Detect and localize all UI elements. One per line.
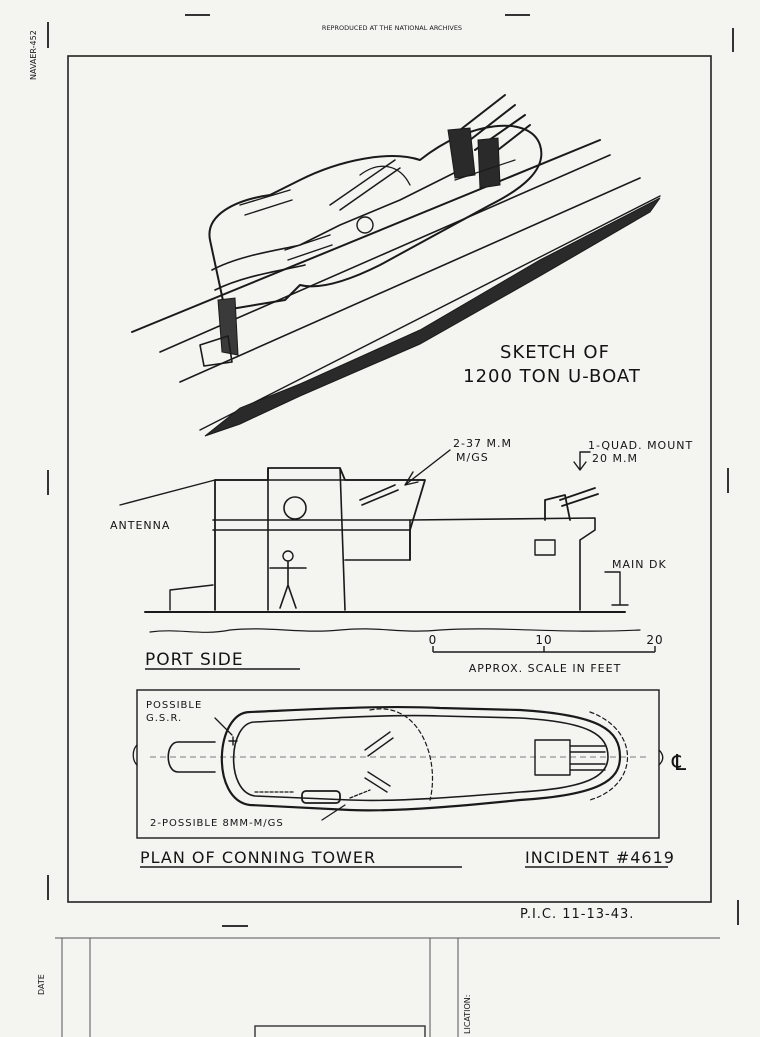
tower-fin: [199, 335, 233, 367]
quad-mount-plan: [534, 739, 571, 776]
tower-outline-inner: [232, 714, 609, 802]
scale-caption: APPROX. SCALE IN FEET: [469, 662, 622, 675]
quad-gun-iso: [447, 94, 531, 189]
quad-arc: [589, 711, 628, 801]
plan-view: [132, 705, 664, 821]
aft-platform: [344, 517, 596, 611]
twin-gun-leader: [404, 449, 451, 486]
label-main-deck: MAIN DK: [612, 558, 667, 571]
scale-tick-0: 0: [429, 633, 438, 647]
label-gsr-l1: POSSIBLE: [146, 700, 202, 711]
label-possible-mgs: 2-POSSIBLE 8MM-M/GS: [150, 818, 284, 829]
hull-edge: [131, 139, 601, 333]
periscope-housing: [239, 189, 293, 216]
plan-break: [132, 744, 664, 766]
gsr-marker: [228, 736, 238, 746]
form-number: NAVAER-452: [29, 30, 38, 80]
plan-title: PLAN OF CONNING TOWER: [140, 848, 376, 867]
archive-stamp: REPRODUCED AT THE NATIONAL ARCHIVES: [322, 24, 462, 32]
plan-frame: [136, 689, 660, 839]
label-quad-mount-l1: 1-QUAD. MOUNT: [588, 439, 693, 452]
isometric-sketch: [131, 94, 661, 437]
label-twin-guns-l1: 2-37 M.M: [453, 437, 512, 450]
conning-tower-outline: [208, 124, 543, 311]
label-gsr-l2: G.S.R.: [146, 713, 182, 724]
form-lines: [55, 925, 720, 1037]
tower-detail: [284, 234, 333, 261]
centerline-symbol: ℄: [671, 751, 687, 776]
hull-edge: [199, 195, 661, 431]
mg-marks: [254, 789, 371, 799]
tower-top: [214, 467, 426, 561]
scale-bar: [432, 646, 656, 653]
twin-gun-iso: [329, 159, 411, 234]
label-twin-guns-l2: M/GS: [456, 451, 489, 464]
tower-band: [214, 264, 306, 291]
date-label: DATE: [37, 974, 46, 995]
twin-gun-plan: [364, 731, 394, 757]
quad-mount-side: [544, 487, 599, 521]
mg-mount-plan: [301, 790, 341, 804]
mg-leader: [321, 804, 346, 821]
fwd-deck-step: [169, 584, 214, 611]
tower-band: [212, 519, 411, 531]
human-figure: [269, 550, 307, 609]
scale-tick-10: 10: [535, 633, 552, 647]
sketch-title-line2: 1200 TON U-BOAT: [463, 366, 641, 387]
port-side-elevation: [119, 449, 641, 633]
hull-edge: [179, 177, 641, 383]
twin-gun-arc: [369, 708, 434, 801]
tower-shadow: [217, 297, 239, 356]
porthole: [283, 496, 307, 520]
water-wave: [149, 628, 641, 633]
quad-mount-base: [534, 539, 556, 556]
tower-outline-outer: [220, 705, 622, 812]
scale-tick-20: 20: [646, 633, 663, 647]
drawing-border: [67, 55, 712, 903]
sketch-title-line1: SKETCH OF: [500, 342, 610, 363]
quad-barrels-plan: [569, 745, 606, 771]
label-quad-mount-l2: 20 M.M: [592, 452, 638, 465]
main-deck-leader: [604, 571, 629, 606]
label-antenna: ANTENNA: [110, 519, 170, 532]
twin-gun-side: [359, 484, 399, 506]
incident-number: INCIDENT #4619: [525, 848, 675, 867]
tower-band: [211, 164, 471, 271]
hull-shadow: [204, 197, 661, 437]
fwd-bulwark: [167, 741, 216, 773]
pic-stamp: P.I.C. 11-13-43.: [520, 907, 634, 922]
port-side-title: PORT SIDE: [145, 650, 244, 670]
twin-gun-plan: [364, 771, 391, 793]
gsr-leader: [214, 717, 233, 736]
tower-panel: [267, 467, 346, 611]
quad-leader: [573, 451, 591, 471]
side-label: LICATION:: [463, 995, 472, 1034]
